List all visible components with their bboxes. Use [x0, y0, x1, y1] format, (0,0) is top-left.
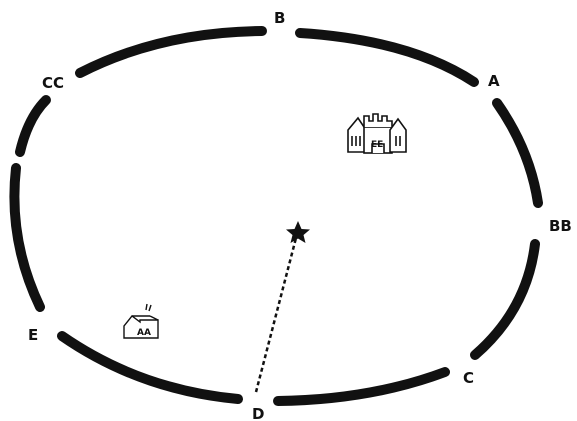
building-aa-chimney — [145, 303, 152, 312]
gate-label-c: C — [463, 369, 474, 387]
ring-segment-cc-left — [15, 95, 51, 157]
gate-label-b: B — [274, 9, 285, 27]
building-ee-battlements — [363, 113, 393, 127]
gate-label-a: A — [488, 72, 500, 90]
ring-segment-e-cc — [9, 163, 45, 312]
gate-label-bb: BB — [549, 217, 572, 235]
building-aa-body — [123, 315, 159, 339]
ring — [9, 26, 543, 406]
building-ee-door — [371, 143, 385, 153]
gate-label-e: E — [28, 326, 38, 344]
gate-labels: B A BB C D E CC — [28, 9, 572, 421]
building-aa-roof-line — [149, 315, 159, 321]
building-ee-right-wing — [389, 117, 407, 153]
building-ee-label: EE — [371, 140, 383, 150]
building-aa-label: AA — [137, 328, 151, 338]
ring-segment-a-bb — [492, 98, 543, 208]
building-ee: EE — [347, 113, 407, 154]
gate-label-cc: CC — [42, 74, 64, 92]
ring-segment-c-d — [273, 367, 450, 406]
ring-segment-bb-c — [470, 239, 540, 360]
building-aa: AA — [123, 303, 159, 339]
ring-segment-b-a — [295, 28, 479, 87]
ring-segment-cc-b — [75, 26, 267, 78]
gate-label-d: D — [252, 405, 264, 421]
star-icon — [286, 221, 310, 243]
ring-segment-d-e — [57, 331, 243, 404]
dashed-path-d-to-star — [254, 237, 298, 393]
